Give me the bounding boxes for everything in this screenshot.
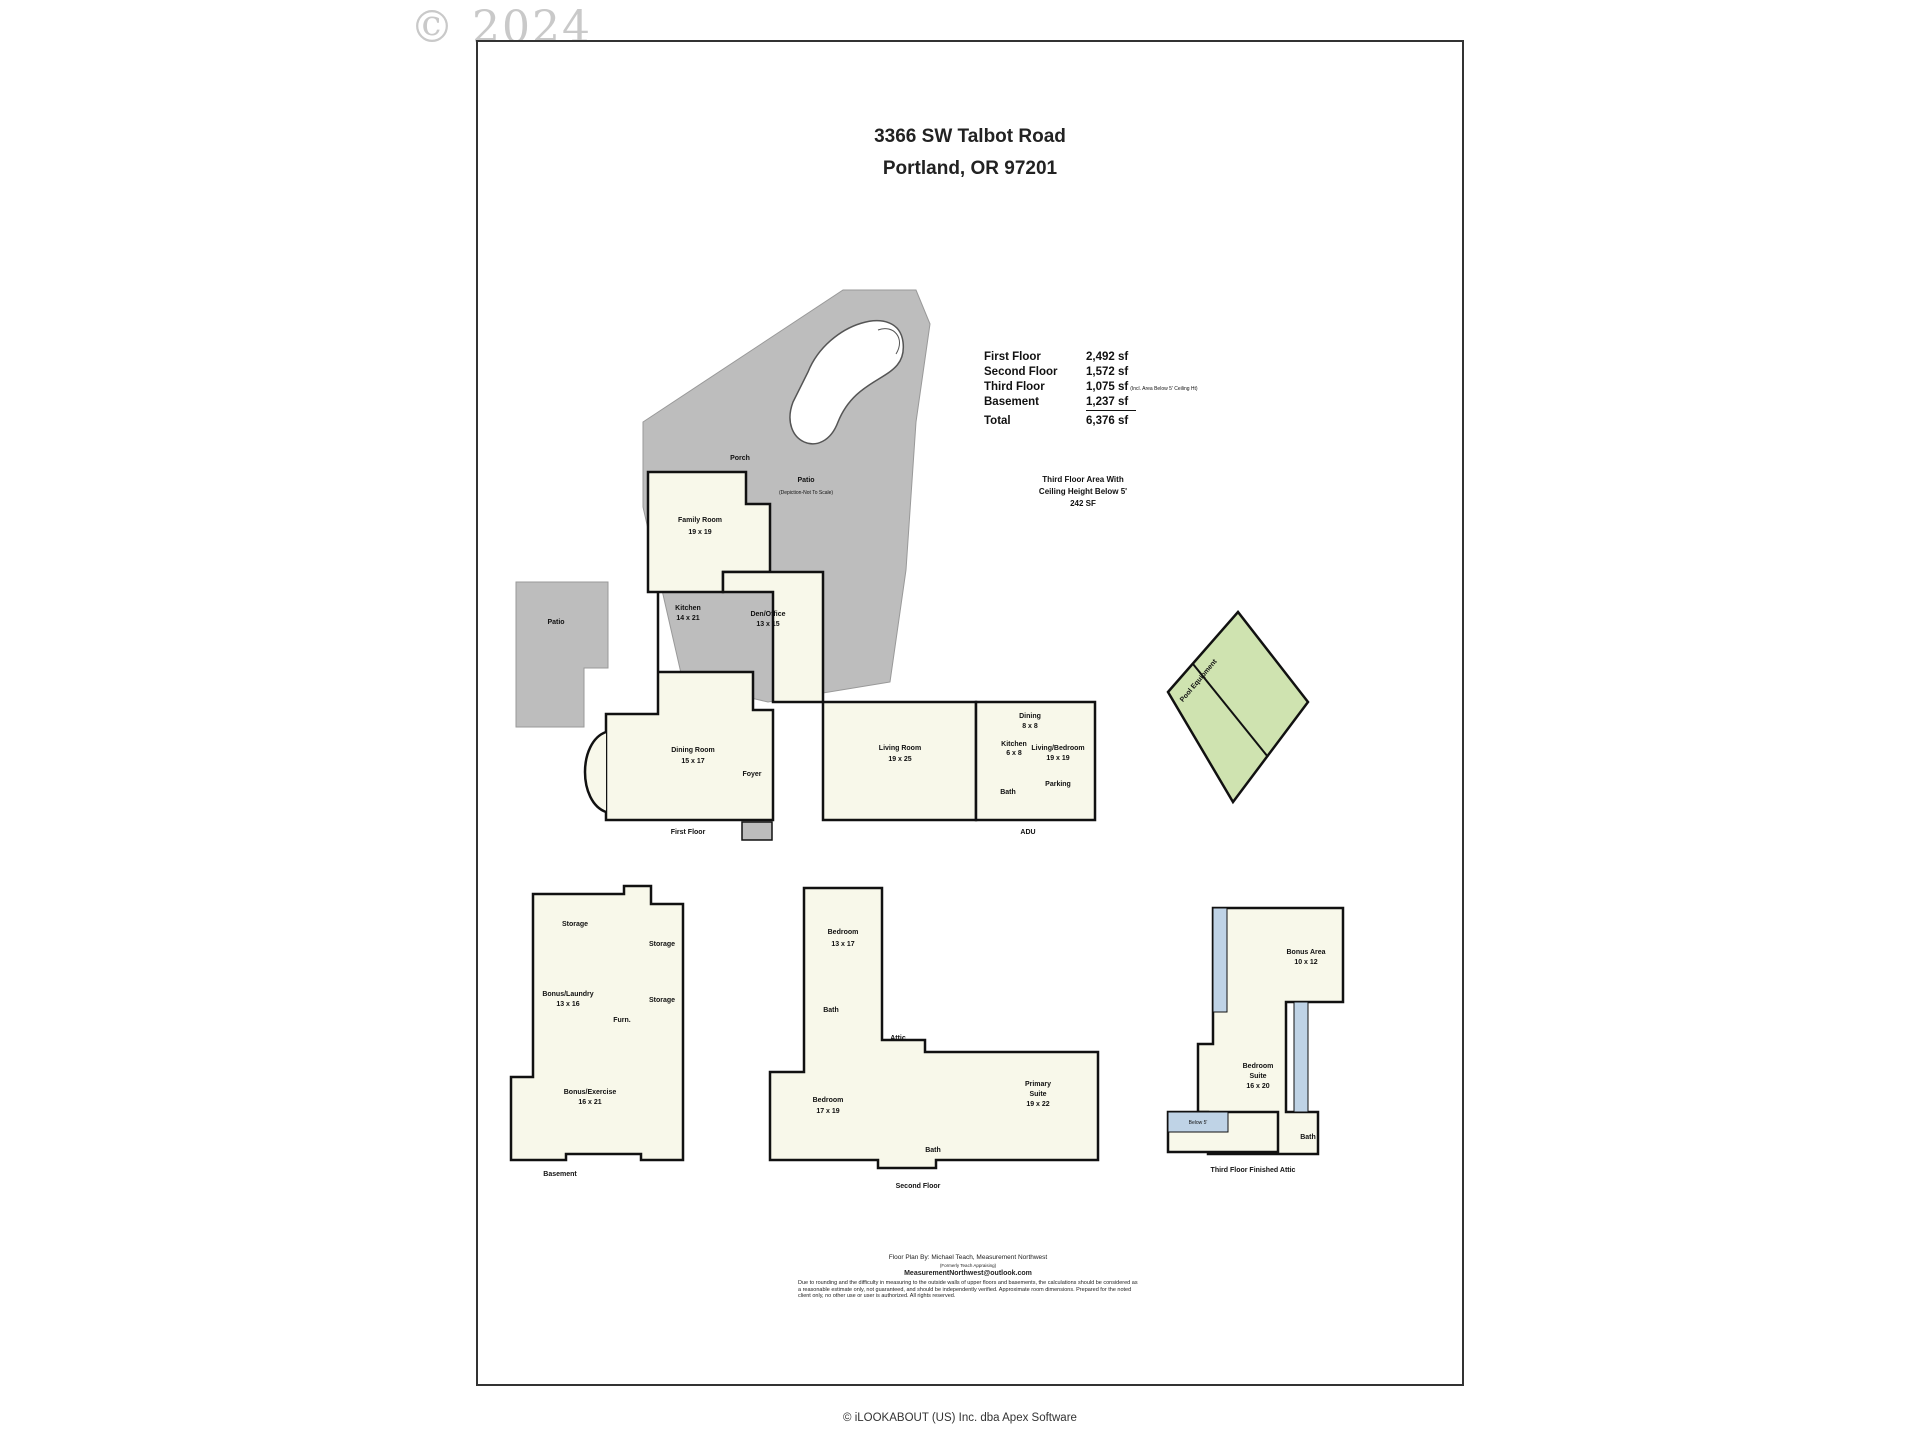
copyright: © iLOOKABOUT (US) Inc. dba Apex Software	[843, 1412, 1077, 1424]
dining-label: Dining	[1019, 713, 1041, 720]
furnace-label: Furn.	[613, 1017, 631, 1024]
patio-left	[515, 581, 609, 728]
bedroom-suite-dim: 16 x 20	[1246, 1083, 1269, 1090]
patio-left-label: Patio	[547, 619, 564, 626]
bonus-area-label: Bonus Area	[1286, 949, 1325, 956]
family-room-label: Family Room	[678, 517, 722, 524]
den-label: Den/Office	[750, 611, 785, 618]
kitchen-dim: 14 x 21	[676, 615, 699, 622]
adu-label: ADU	[1020, 829, 1035, 836]
foyer-label: Foyer	[742, 771, 761, 778]
adu-kitchen-label: Kitchen	[1001, 741, 1027, 748]
bonus-area-dim: 10 x 12	[1294, 959, 1317, 966]
suite3-label: Suite	[1249, 1073, 1266, 1080]
adu-bath-label: Bath	[1000, 789, 1016, 796]
floor-plan-drawing: Porch Patio (Depiction-Not To Scale) Pat…	[509, 289, 1345, 1190]
address-line1: 3366 SW Talbot Road	[874, 126, 1066, 147]
floor-plan-sheet: 3366 SW Talbot Road Portland, OR 97201	[476, 40, 1464, 1386]
bedroom-suite-label: Bedroom	[1243, 1063, 1274, 1070]
bath-3-label: Bath	[925, 1147, 941, 1154]
second-floor-plan	[768, 886, 1100, 1170]
disclaimer: Due to rounding and the difficulty in me…	[798, 1280, 1138, 1299]
below5-label: Below 5'	[1189, 1120, 1208, 1126]
third-floor-label: Third Floor Finished Attic	[1211, 1167, 1296, 1174]
suite-label: Suite	[1029, 1091, 1046, 1098]
living-bedroom-dim: 19 x 19	[1046, 755, 1069, 762]
storage-label-1: Storage	[562, 921, 588, 928]
dining-room-dim: 15 x 17	[681, 758, 704, 765]
kitchen-label: Kitchen	[675, 605, 701, 612]
adu-kitchen-dim: 6 x 8	[1006, 750, 1022, 757]
bath-2-label: Bath	[823, 1007, 839, 1014]
first-floor-label: First Floor	[671, 829, 706, 836]
bedroom1-label: Bedroom	[828, 929, 859, 936]
den-dim: 13 x 15	[756, 621, 779, 628]
attic-label: Attic	[890, 1035, 906, 1042]
patio-note: (Depiction-Not To Scale)	[779, 490, 833, 496]
basement-plan	[509, 884, 685, 1162]
bonus-laundry-label: Bonus/Laundry	[542, 991, 593, 998]
first-floor-plan	[604, 470, 1097, 822]
living-room-label: Living Room	[879, 745, 921, 752]
primary-label: Primary	[1025, 1081, 1051, 1088]
bedroom2-label: Bedroom	[813, 1097, 844, 1104]
third-floor-note: Third Floor Area With Ceiling Height Bel…	[1038, 475, 1128, 508]
living-bedroom-label: Living/Bedroom	[1031, 745, 1084, 752]
bath-4-label: Bath	[1300, 1134, 1316, 1141]
second-floor-label: Second Floor	[896, 1183, 941, 1190]
storage-label-3: Storage	[649, 997, 675, 1004]
bonus-laundry-dim: 13 x 16	[556, 1001, 579, 1008]
primary-dim: 19 x 22	[1026, 1101, 1049, 1108]
credit-block: Floor Plan By: Michael Teach, Measuremen…	[888, 1254, 1048, 1277]
family-room-dim: 19 x 19	[688, 529, 711, 536]
porch-label: Porch	[730, 455, 750, 462]
basement-label: Basement	[543, 1171, 577, 1178]
front-porch	[741, 821, 773, 841]
bedroom1-dim: 13 x 17	[831, 941, 854, 948]
patio-label: Patio	[797, 477, 814, 484]
pool	[789, 320, 904, 445]
bedroom2-dim: 17 x 19	[816, 1108, 839, 1115]
address-line2: Portland, OR 97201	[882, 158, 1058, 179]
storage-label-2: Storage	[649, 941, 675, 948]
bonus-exercise-dim: 16 x 21	[578, 1099, 601, 1106]
living-room-dim: 19 x 25	[888, 756, 911, 763]
bonus-exercise-label: Bonus/Exercise	[564, 1089, 617, 1096]
parking-label: Parking	[1045, 781, 1071, 788]
dining-room-label: Dining Room	[671, 747, 715, 754]
garage	[1166, 610, 1310, 805]
dining-dim: 8 x 8	[1022, 723, 1038, 730]
